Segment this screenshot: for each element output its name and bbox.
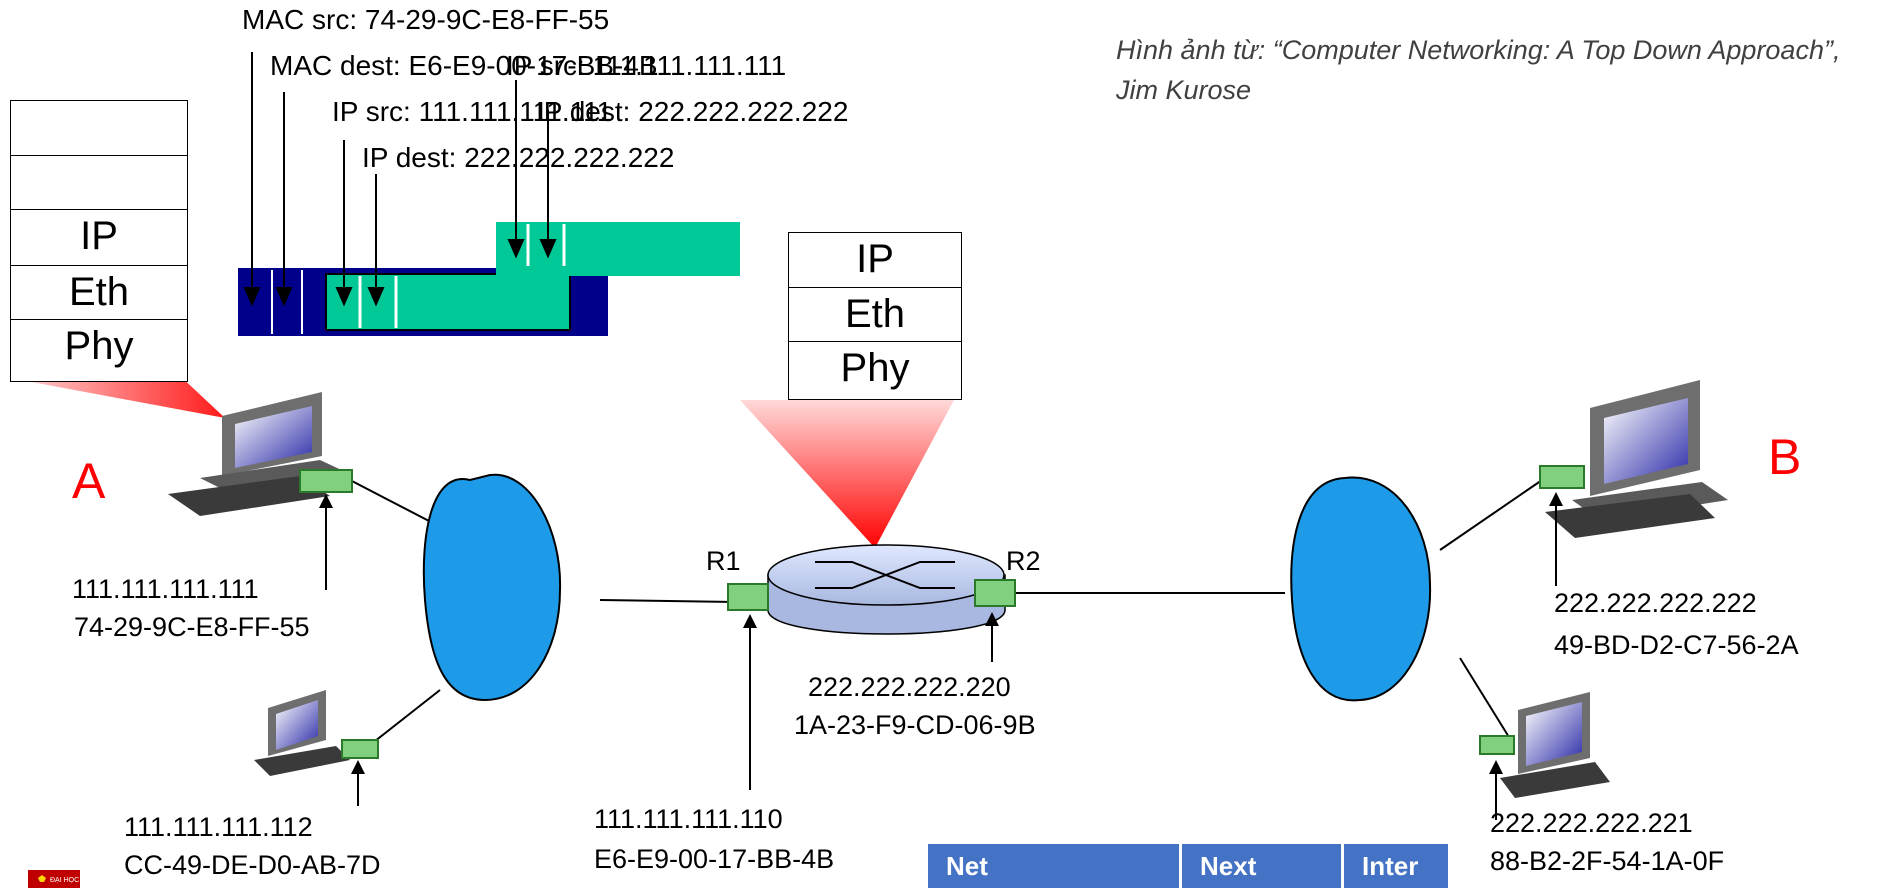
svg-text:ĐẠI HỌC: ĐẠI HỌC — [50, 877, 79, 884]
subnet-1-cloud — [422, 473, 562, 702]
frame-datagram — [325, 273, 571, 331]
router-beam — [740, 400, 954, 548]
router-protocol-stack: IP Eth Phy — [788, 232, 962, 400]
header-pointers — [243, 52, 557, 307]
links — [349, 477, 1546, 746]
ip-dest-label-datagram: IP dest: 222.222.222.222 — [536, 96, 849, 127]
routing-table-col-net: Net — [928, 844, 1182, 888]
router-r2-ip: 222.222.222.220 — [808, 672, 1011, 702]
stack-layer-empty-1 — [11, 101, 187, 153]
stack-layer-empty-2 — [11, 155, 187, 208]
host-a-ip: 111.111.111.111 — [72, 574, 259, 604]
ip-dest-label: IP dest: 222.222.222.222 — [362, 142, 675, 173]
mac-dest-label: MAC dest: E6-E9-00-17-BB-4B — [270, 50, 658, 81]
host-b-mac: 49-BD-D2-C7-56-2A — [1554, 630, 1799, 660]
router-port-r1-label: R1 — [706, 546, 741, 576]
routing-table-col-inter: Inter — [1344, 844, 1448, 888]
host-a-label: A — [72, 453, 106, 509]
host-a-mac: 74-29-9C-E8-FF-55 — [74, 612, 310, 642]
university-logo — [28, 870, 80, 888]
host-a-protocol-stack: IP Eth Phy — [10, 100, 188, 382]
host-a2-ip: 111.111.111.112 — [124, 812, 313, 842]
ip-src-label-datagram: IP src: 111.111.111.111 — [506, 50, 787, 81]
computer-a2-icon — [254, 690, 379, 776]
computer-b2-icon — [1479, 692, 1610, 798]
router-layer-eth: Eth — [789, 287, 961, 340]
image-credit: Hình ảnh từ: “Computer Networking: A Top… — [1116, 35, 1841, 105]
computer-b-icon — [1539, 380, 1728, 538]
ip-src-label: IP src: 111.111.111.111 — [332, 96, 613, 127]
host-a2-mac: CC-49-DE-D0-AB-7D — [124, 850, 381, 880]
host-a-beam — [10, 374, 225, 418]
stack-layer-ip: IP — [11, 209, 187, 264]
computer-a-icon — [168, 392, 353, 516]
host-b2-mac: 88-B2-2F-54-1A-0F — [1490, 846, 1725, 876]
router-layer-phy: Phy — [789, 341, 961, 396]
ip-datagram — [496, 222, 740, 276]
stack-layer-eth: Eth — [11, 265, 187, 320]
stack-layer-phy: Phy — [11, 319, 187, 374]
router-r2-mac: 1A-23-F9-CD-06-9B — [794, 710, 1036, 740]
routing-table-col-next: Next — [1182, 844, 1344, 888]
router-port-r2-label: R2 — [1006, 546, 1041, 576]
mac-src-label: MAC src: 74-29-9C-E8-FF-55 — [242, 4, 610, 35]
router-layer-ip: IP — [856, 237, 894, 281]
routing-table-header: Net Next Inter — [928, 844, 1448, 888]
router-r1-mac: E6-E9-00-17-BB-4B — [594, 844, 835, 874]
subnet-2-cloud — [1290, 476, 1432, 702]
host-b-ip: 222.222.222.222 — [1554, 588, 1757, 618]
host-b2-ip: 222.222.222.221 — [1490, 808, 1693, 838]
router-r1-ip: 111.111.111.110 — [594, 804, 783, 834]
host-b-label: B — [1768, 429, 1802, 485]
router-icon — [727, 544, 1016, 635]
